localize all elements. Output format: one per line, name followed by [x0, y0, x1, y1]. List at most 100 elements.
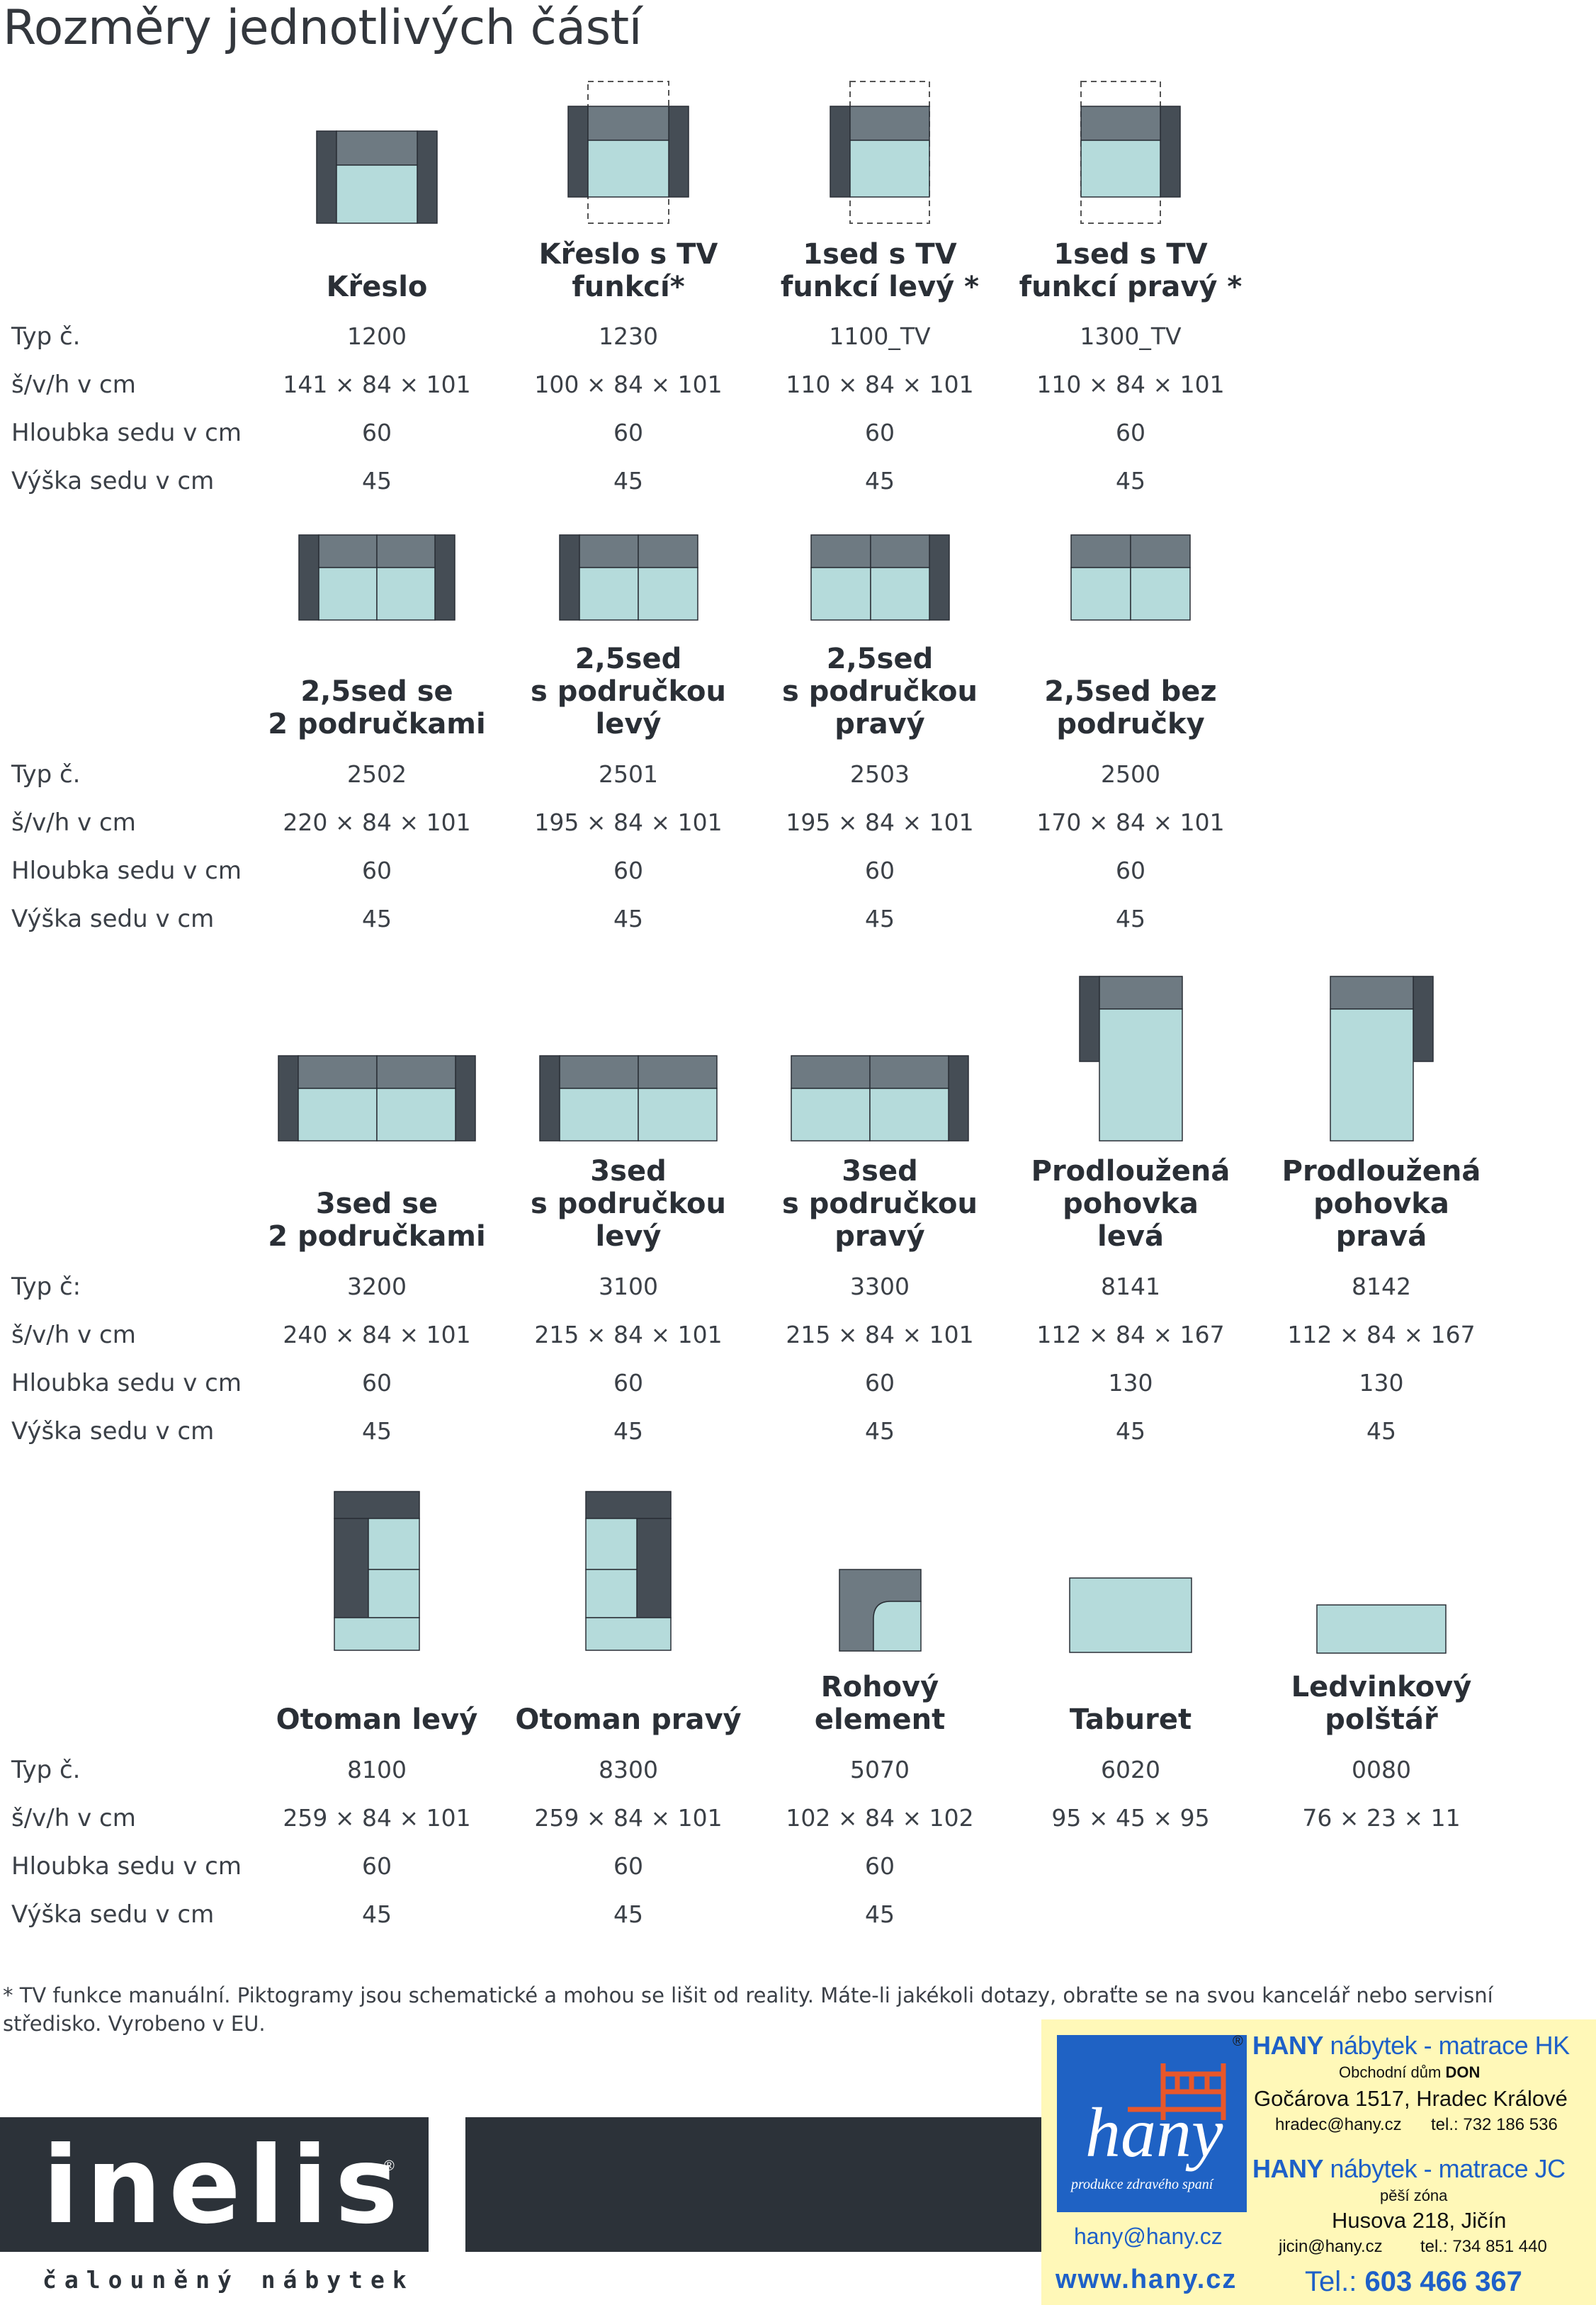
inelis-logo: inelis [43, 2124, 406, 2248]
row-label: Typ č. [11, 760, 81, 789]
value-height: 45 [362, 1417, 392, 1445]
product-name: Rohový element [814, 1671, 946, 1736]
inelis-registered-mark: ® [384, 2158, 395, 2174]
product-name: 1sed s TV funkcí levý * [780, 238, 980, 303]
value-dims: 215 × 84 × 101 [786, 1321, 974, 1348]
value-dims: 215 × 84 × 101 [534, 1321, 723, 1348]
row-label: š/v/h v cm [11, 808, 136, 837]
value-depth: 60 [613, 419, 643, 446]
value-dims: 195 × 84 × 101 [534, 808, 723, 836]
pictogram-tv-left [830, 81, 930, 224]
value-height: 45 [1116, 1417, 1145, 1445]
hany-hk-tel: tel.: 732 186 536 [1431, 2115, 1558, 2134]
product-name: Otoman pravý [515, 1703, 742, 1736]
value-type: 1200 [347, 322, 407, 350]
row-label: š/v/h v cm [11, 1804, 136, 1832]
inelis-subtitle: čalouněný nábytek [43, 2266, 414, 2294]
hany-web-link[interactable]: www.hany.cz [1055, 2265, 1238, 2294]
value-dims: 170 × 84 × 101 [1036, 808, 1225, 836]
value-type: 5070 [850, 1756, 910, 1783]
hany-email[interactable]: hany@hany.cz [1074, 2224, 1223, 2249]
pictogram-two-none [1070, 534, 1191, 621]
pictogram-two-right [810, 534, 950, 621]
row-label: Výška sedu v cm [11, 1900, 215, 1929]
value-height: 45 [613, 467, 643, 495]
value-height: 45 [1116, 467, 1145, 495]
pictogram-long-right [1329, 976, 1434, 1142]
product-name: 3sed se 2 područkami [268, 1188, 486, 1253]
product-name: 2,5sed se 2 područkami [268, 675, 486, 740]
pictogram-tv-both [567, 81, 689, 224]
value-dims: 95 × 45 × 95 [1051, 1804, 1210, 1832]
value-depth: 60 [362, 1369, 392, 1397]
value-type: 8142 [1352, 1273, 1411, 1300]
value-height: 45 [1116, 905, 1145, 932]
value-depth: 60 [613, 857, 643, 884]
value-dims: 195 × 84 × 101 [786, 808, 974, 836]
product-name: 2,5sed s područkou pravý [782, 643, 978, 740]
value-depth: 60 [613, 1852, 643, 1880]
hany-logo: hany produkce zdravého spaní [1057, 2035, 1247, 2212]
row-label: Hloubka sedu v cm [11, 1852, 242, 1881]
value-height: 45 [362, 1900, 392, 1928]
value-depth: 60 [362, 419, 392, 446]
product-name: 3sed s područkou pravý [782, 1155, 978, 1253]
value-height: 45 [865, 467, 895, 495]
value-dims: 100 × 84 × 101 [534, 371, 723, 398]
product-name: 2,5sed bez područky [1044, 675, 1217, 740]
hany-registered-mark: ® [1233, 2034, 1243, 2049]
value-dims: 220 × 84 × 101 [283, 808, 471, 836]
product-name: Ledvinkový polštář [1291, 1671, 1472, 1736]
pictogram-tv-right [1080, 81, 1181, 224]
value-depth: 60 [1116, 419, 1145, 446]
value-type: 1230 [599, 322, 658, 350]
value-depth: 60 [1116, 857, 1145, 884]
value-depth: 130 [1359, 1369, 1404, 1397]
hany-hk-email[interactable]: hradec@hany.cz [1275, 2115, 1402, 2134]
value-type: 8141 [1101, 1273, 1160, 1300]
dark-band [465, 2117, 1050, 2252]
value-type: 2502 [347, 760, 407, 788]
value-height: 45 [362, 905, 392, 932]
value-height: 45 [865, 1417, 895, 1445]
pictogram-otoman-left [334, 1491, 420, 1651]
value-dims: 76 × 23 × 11 [1302, 1804, 1461, 1832]
value-type: 2501 [599, 760, 658, 788]
value-depth: 60 [362, 857, 392, 884]
value-type: 2500 [1101, 760, 1160, 788]
value-depth: 60 [613, 1369, 643, 1397]
hany-hk-place: Obchodní dům DON [1339, 2063, 1481, 2081]
value-dims: 240 × 84 × 101 [283, 1321, 471, 1348]
pictogram-three-both [278, 1055, 476, 1142]
pictogram-three-right [791, 1055, 969, 1142]
pictogram-otoman-right [585, 1491, 672, 1651]
value-dims: 112 × 84 × 167 [1036, 1321, 1225, 1348]
hany-jc-email[interactable]: jicin@hany.cz [1279, 2237, 1383, 2256]
row-label: Výška sedu v cm [11, 467, 215, 495]
value-dims: 259 × 84 × 101 [534, 1804, 723, 1832]
value-dims: 259 × 84 × 101 [283, 1804, 471, 1832]
value-dims: 110 × 84 × 101 [1036, 371, 1225, 398]
value-type: 3100 [599, 1273, 658, 1300]
row-label: š/v/h v cm [11, 1321, 136, 1349]
value-depth: 60 [865, 857, 895, 884]
value-type: 3300 [850, 1273, 910, 1300]
row-label: Hloubka sedu v cm [11, 857, 242, 885]
value-type: 1100_TV [829, 322, 931, 350]
value-dims: 112 × 84 × 167 [1287, 1321, 1476, 1348]
bed-icon [1128, 2063, 1226, 2120]
value-depth: 60 [362, 1852, 392, 1880]
row-label: Typ č. [11, 322, 81, 351]
row-label: Hloubka sedu v cm [11, 1369, 242, 1397]
value-type: 1300_TV [1080, 322, 1182, 350]
value-type: 8100 [347, 1756, 407, 1783]
product-name: Taburet [1069, 1703, 1192, 1736]
row-label: Typ č. [11, 1756, 81, 1784]
value-height: 45 [362, 467, 392, 495]
pictogram-two-both [298, 534, 455, 621]
product-name: Křeslo s TV funkcí* [538, 238, 718, 303]
value-height: 45 [1366, 1417, 1396, 1445]
value-dims: 110 × 84 × 101 [786, 371, 974, 398]
hany-phone: Tel.: 603 466 367 [1305, 2266, 1522, 2297]
hany-jc-tel: tel.: 734 851 440 [1420, 2237, 1547, 2256]
